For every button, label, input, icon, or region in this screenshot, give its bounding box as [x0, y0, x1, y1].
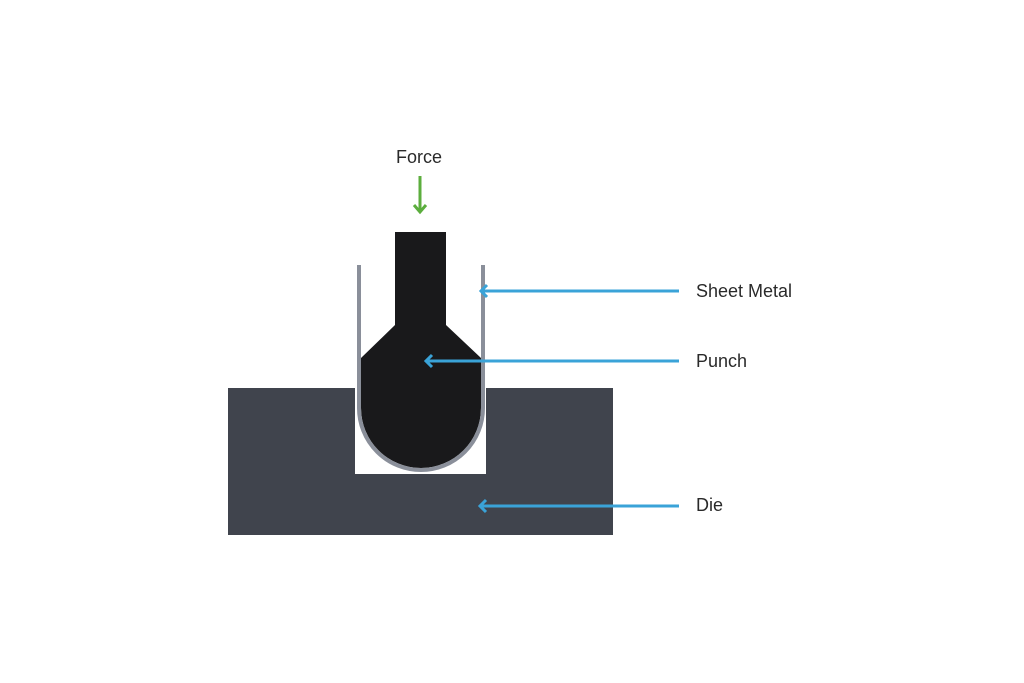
leader-punch — [423, 353, 679, 369]
punch-label: Punch — [696, 351, 748, 371]
sheet-metal — [357, 265, 485, 472]
force-arrow-icon — [412, 176, 428, 215]
die-label: Die — [696, 495, 724, 515]
leader-die — [477, 498, 679, 514]
die — [228, 388, 613, 535]
force-label: Force — [396, 147, 443, 167]
sheet-metal-label: Sheet Metal — [696, 281, 793, 301]
leader-sheet-metal — [478, 283, 679, 299]
punch — [361, 232, 481, 468]
